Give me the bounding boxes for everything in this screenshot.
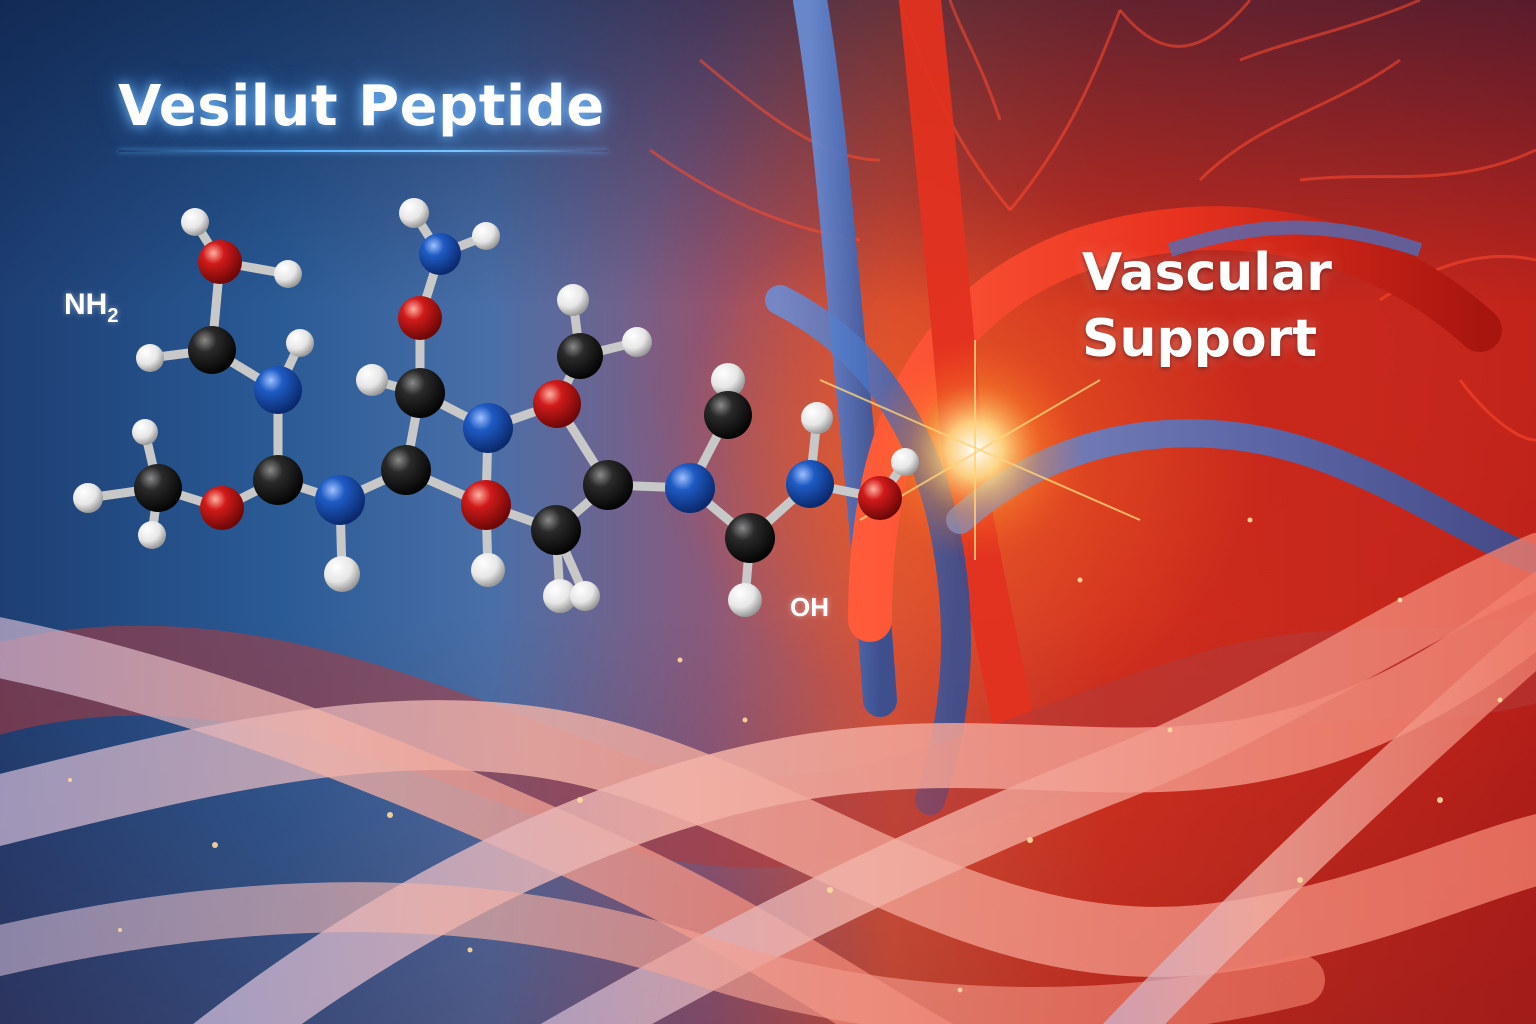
amine-group-label: NH2	[64, 288, 118, 328]
vascular-support-line2: Support	[1082, 309, 1318, 369]
vascular-support-line1: Vascular	[1082, 243, 1332, 303]
atoms	[73, 198, 919, 617]
vascular-support-label: Vascular Support	[1082, 240, 1332, 372]
amine-text: NH	[64, 288, 108, 321]
main-title: Vesilut Peptide	[118, 74, 605, 139]
title-underline	[118, 150, 608, 152]
hydroxyl-group-label: OH	[790, 592, 829, 622]
amine-subscript: 2	[107, 305, 119, 327]
